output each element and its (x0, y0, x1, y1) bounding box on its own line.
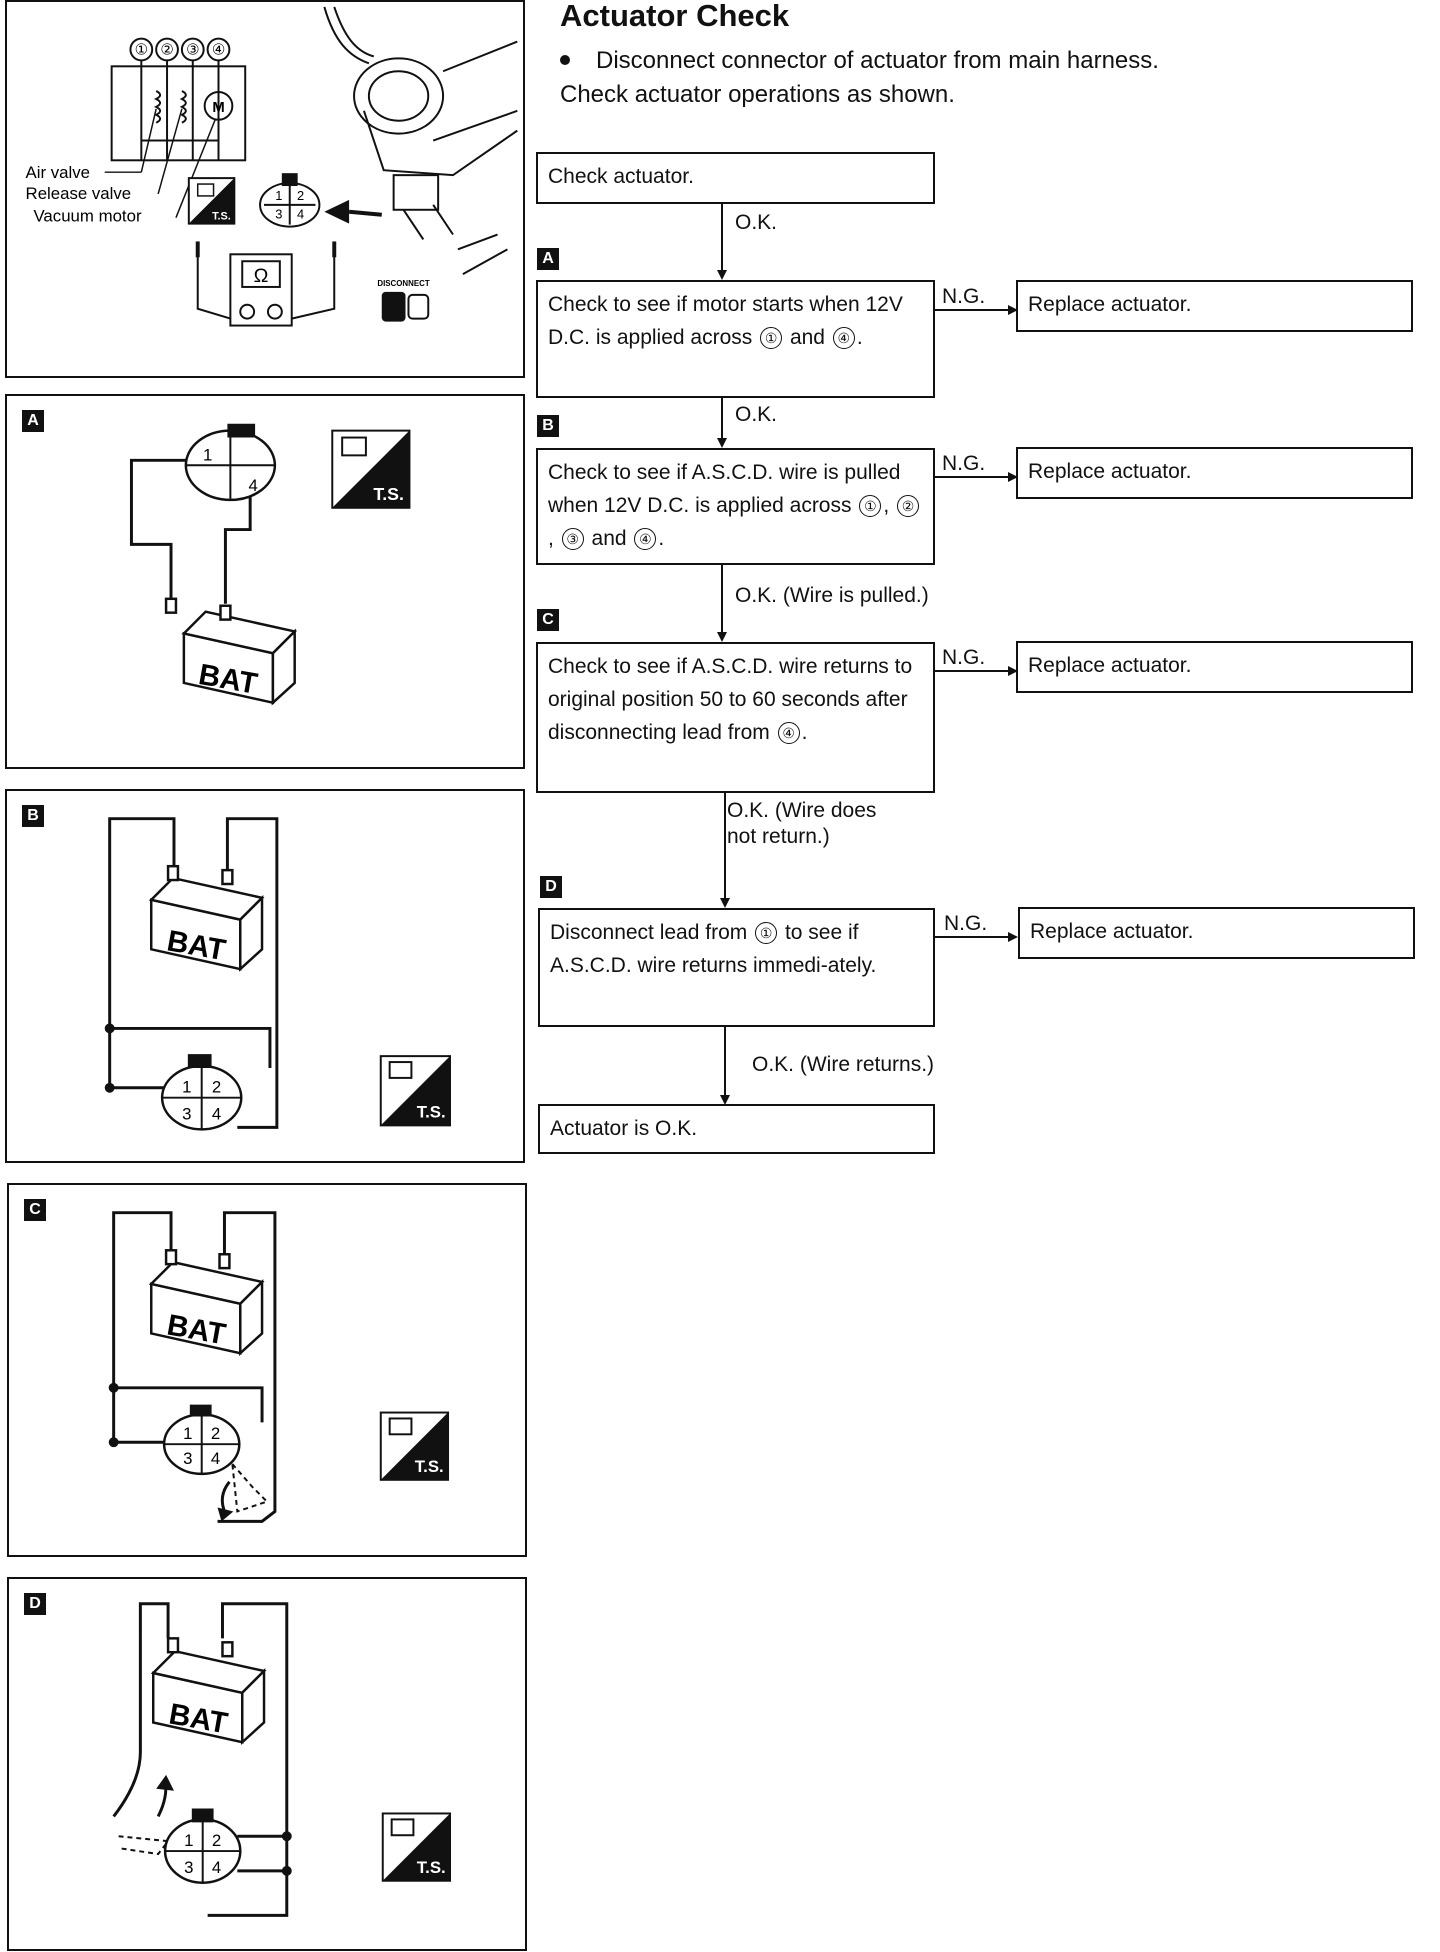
actuator-illustration (323, 6, 518, 275)
flow-step-c-box: Check to see if A.S.C.D. wire returns to… (536, 642, 935, 793)
panel-d: D BAT 1 2 3 4 (7, 1577, 527, 1951)
svg-text:4: 4 (211, 1449, 220, 1468)
svg-text:T.S.: T.S. (415, 1457, 444, 1476)
flow-tag-a: A (537, 248, 559, 270)
svg-text:4: 4 (297, 207, 304, 222)
bullet-icon (560, 54, 570, 65)
flow-start-text: Check actuator. (548, 165, 694, 188)
flow-start-box: Check actuator. (536, 152, 935, 204)
panel-c-circuit: BAT 1 2 3 4 T.S. (108, 1211, 450, 1523)
svg-text:3: 3 (275, 207, 282, 222)
panel-a-pin-4: 4 (248, 476, 257, 495)
intro-line-2: Check actuator operations as shown. (560, 81, 955, 108)
svg-text:T.S.: T.S. (417, 1102, 446, 1121)
svg-text:T.S.: T.S. (417, 1858, 446, 1877)
replace-box-d: Replace actuator. (1018, 907, 1415, 959)
flow-end-text: Actuator is O.K. (550, 1117, 698, 1140)
panel-d-tag: D (24, 1593, 46, 1615)
terminal-1: ① (135, 42, 148, 58)
panel-b: B BAT 1 2 3 4 (5, 789, 525, 1163)
intro-line-1: Disconnect connector of actuator from ma… (596, 47, 1159, 74)
ok-label-5: O.K. (Wire returns.) (752, 1053, 935, 1076)
ohmmeter-icon (195, 241, 337, 327)
air-valve-label: Air valve (26, 163, 90, 182)
panel-c-tag: C (24, 1199, 46, 1221)
ng-label-d: N.G. (944, 912, 988, 935)
vacuum-motor-label: Vacuum motor (33, 207, 141, 226)
terminal-4-ref: ④ (832, 327, 855, 350)
terminal-2: ② (160, 42, 173, 58)
disconnect-icon: DISCONNECT (377, 279, 430, 322)
ng-label-b: N.G. (942, 452, 986, 475)
svg-text:1: 1 (275, 188, 282, 203)
flow-step-d-box: Disconnect lead from ① to see if A.S.C.D… (538, 908, 935, 1027)
panel-b-tag: B (22, 805, 44, 827)
motor-symbol: M (212, 100, 224, 116)
panel-b-battery-icon (148, 864, 265, 972)
svg-text:4: 4 (212, 1858, 221, 1877)
svg-text:T.S.: T.S. (212, 211, 231, 223)
ng-label-a: N.G. (942, 285, 986, 308)
panel-a-ts-icon: T.S. (331, 429, 411, 509)
svg-text:2: 2 (297, 188, 304, 203)
panel-d-battery-icon (150, 1637, 267, 1746)
replace-box-a: Replace actuator. (1016, 280, 1413, 332)
svg-text:3: 3 (182, 1104, 191, 1123)
panel-b-circuit: BAT 1 2 3 4 T.S. (104, 817, 451, 1131)
svg-text:4: 4 (212, 1104, 221, 1123)
svg-text:DISCONNECT: DISCONNECT (377, 279, 429, 288)
flow-tag-d: D (540, 876, 562, 898)
flow-end-box: Actuator is O.K. (538, 1104, 935, 1154)
svg-text:1: 1 (184, 1831, 193, 1850)
panel-a-tag: A (22, 410, 44, 432)
page-title: Actuator Check (560, 0, 790, 33)
replace-box-b: Replace actuator. (1016, 447, 1413, 499)
flow-tag-c: C (537, 609, 559, 631)
panel-a: A 1 4 BAT T.S. (5, 394, 525, 769)
panel-d-circuit: BAT 1 2 3 4 T.S. (112, 1602, 452, 1917)
terminal-3: ③ (186, 42, 199, 58)
ok-label-1: O.K. (735, 211, 778, 234)
ok-label-2: O.K. (735, 403, 778, 426)
panel-c: C BAT 1 2 3 4 (7, 1183, 527, 1557)
svg-text:1: 1 (183, 1424, 192, 1443)
ohm-symbol: Ω (254, 265, 269, 287)
intro-text: Disconnect connector of actuator from ma… (560, 44, 1420, 112)
panel-a-pin-1: 1 (203, 445, 212, 464)
ts-icon: T.S. (187, 177, 236, 225)
svg-text:2: 2 (211, 1424, 220, 1443)
svg-text:T.S.: T.S. (373, 484, 404, 504)
replace-box-c: Replace actuator. (1016, 641, 1413, 693)
top-diagram-panel: ① ② ③ ④ M Air valve Release valve Vacuum… (5, 0, 525, 378)
flow-step-a-box: Check to see if motor starts when 12V D.… (536, 280, 935, 398)
ok-label-4: O.K. (Wire does not return.) (727, 799, 877, 848)
panel-a-battery-icon (164, 597, 298, 706)
svg-text:3: 3 (184, 1858, 193, 1877)
flow-step-b-box: Check to see if A.S.C.D. wire is pulled … (536, 448, 935, 565)
panel-d-ts-icon: T.S. (381, 1812, 452, 1882)
flow-tag-b: B (537, 415, 559, 437)
terminal-4: ④ (212, 42, 225, 58)
svg-text:3: 3 (183, 1449, 192, 1468)
panel-b-ts-icon: T.S. (379, 1055, 451, 1127)
ok-label-3: O.K. (Wire is pulled.) (735, 584, 929, 607)
panel-c-battery-icon (148, 1249, 265, 1356)
release-valve-label: Release valve (26, 184, 132, 203)
svg-text:1: 1 (182, 1078, 191, 1097)
panel-c-ts-icon: T.S. (379, 1411, 450, 1481)
ng-label-c: N.G. (942, 646, 986, 669)
panel-a-circuit: 1 4 BAT T.S. (129, 423, 411, 706)
svg-text:2: 2 (212, 1831, 221, 1850)
actuator-connector-diagram: ① ② ③ ④ M Air valve Release valve Vacuum… (26, 6, 518, 327)
svg-text:2: 2 (212, 1078, 221, 1097)
terminal-1-ref: ① (760, 327, 783, 350)
